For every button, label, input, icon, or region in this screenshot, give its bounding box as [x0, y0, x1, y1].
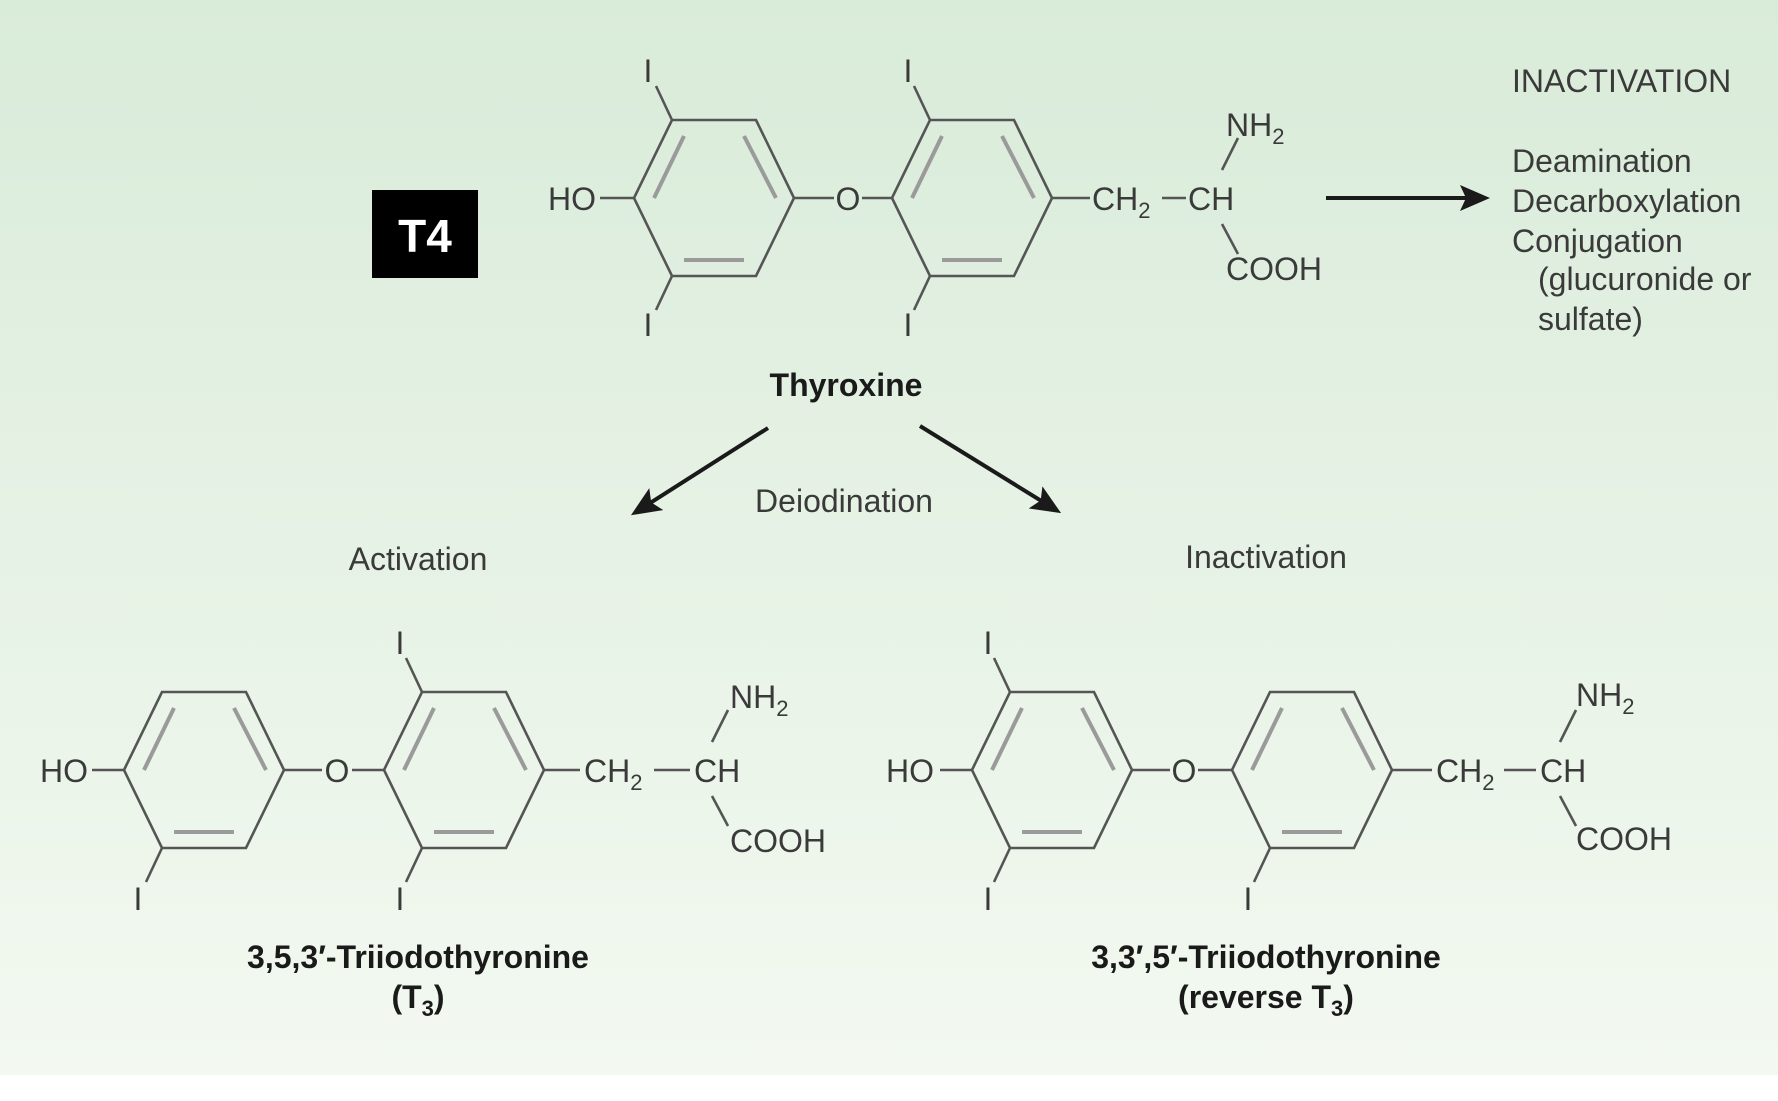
t4-iodine-4: I — [904, 307, 913, 343]
inactivation-line-1: Deamination — [1512, 143, 1692, 179]
rt3-methine: CH — [1540, 753, 1586, 789]
rt3-hydroxyl: HO — [886, 753, 934, 789]
t4-badge-label: T4 — [398, 210, 452, 262]
t4-methine: CH — [1188, 181, 1234, 217]
thyroxine-name: Thyroxine — [770, 367, 923, 403]
inactivation-line-2: Decarboxylation — [1512, 183, 1741, 219]
t3-iodine-3: I — [396, 881, 405, 917]
rt3-methylene: CH2 — [1436, 753, 1494, 795]
thyroxine-structure: I I I I HO O CH2 CH NH2 COOH Thyroxine — [548, 53, 1322, 403]
rt3-carboxyl: COOH — [1576, 821, 1672, 857]
t4-hydroxyl: HO — [548, 181, 596, 217]
activation-arrow — [630, 426, 770, 516]
deiodination-label: Deiodination — [755, 483, 933, 519]
rt3-amine: NH2 — [1576, 677, 1634, 719]
reverse-arrow — [918, 424, 1062, 514]
t4-iodine-3: I — [904, 53, 913, 89]
t3-iodine-2: I — [396, 625, 405, 661]
t3-carboxyl: COOH — [730, 823, 826, 859]
inactivation-label: Inactivation — [1185, 539, 1347, 575]
rt3-iodine-1: I — [984, 625, 993, 661]
reverse-t3-name: 3,3′,5′-Triiodothyronine — [1091, 939, 1441, 975]
t3-hydroxyl: HO — [40, 753, 88, 789]
inactivation-box: INACTIVATION Deamination Decarboxylation… — [1512, 63, 1752, 337]
inactivation-line-3: Conjugation — [1512, 223, 1683, 259]
t4-carboxyl: COOH — [1226, 251, 1322, 287]
t3-structure: I I I HO O CH2 CH NH2 COOH 3,5,3′-Triiod… — [40, 625, 826, 1021]
inactivation-heading: INACTIVATION — [1512, 63, 1731, 99]
rt3-iodine-3: I — [1244, 881, 1253, 917]
inactivation-line-5: sulfate) — [1538, 301, 1643, 337]
t4-badge: T4 — [372, 190, 478, 278]
background — [0, 0, 1778, 1075]
t3-name: 3,5,3′-Triiodothyronine — [247, 939, 589, 975]
t4-iodine-1: I — [644, 53, 653, 89]
thyroid-hormone-metabolism-diagram: T4 I I I I HO O CH2 CH NH2 COOH Thyroxin… — [0, 0, 1778, 1075]
inactivation-line-4: (glucuronide or — [1538, 261, 1752, 297]
reverse-t3-abbreviation: (reverse T3) — [1178, 979, 1354, 1021]
t3-iodine-1: I — [134, 881, 143, 917]
t4-amine: NH2 — [1226, 107, 1284, 149]
t4-methylene: CH2 — [1092, 181, 1150, 223]
rt3-ether-oxygen: O — [1172, 753, 1197, 789]
t3-methine: CH — [694, 753, 740, 789]
rt3-iodine-2: I — [984, 881, 993, 917]
t3-amine: NH2 — [730, 679, 788, 721]
t3-methylene: CH2 — [584, 753, 642, 795]
t3-abbreviation: (T3) — [391, 979, 444, 1021]
reverse-t3-structure: I I I HO O CH2 CH NH2 COOH 3,3′,5′-Triio… — [886, 625, 1672, 1021]
t4-ether-oxygen: O — [836, 181, 861, 217]
activation-label: Activation — [349, 541, 488, 577]
t4-iodine-2: I — [644, 307, 653, 343]
t3-ether-oxygen: O — [325, 753, 350, 789]
